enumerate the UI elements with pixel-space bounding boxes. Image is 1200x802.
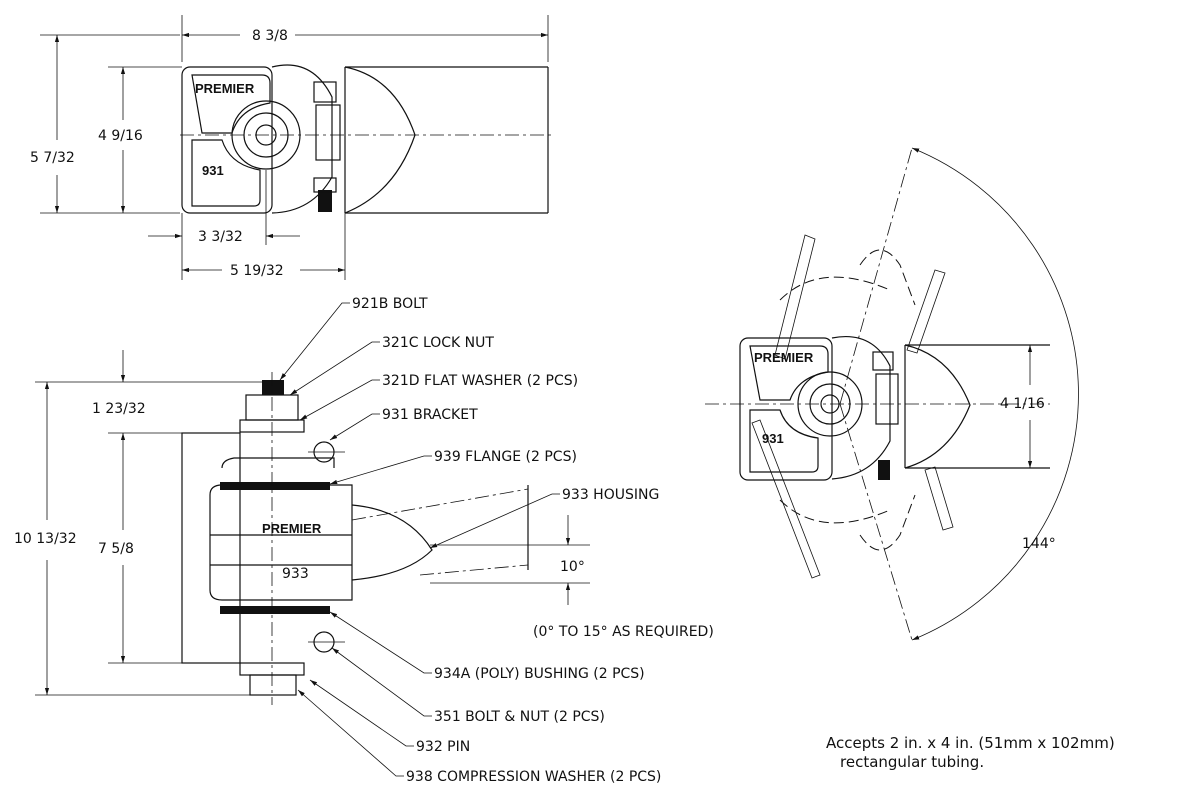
callout-351-bolt-nut: 351 BOLT & NUT (2 PCS) bbox=[434, 709, 605, 725]
top-bracket-number: 931 bbox=[202, 163, 224, 178]
dim-bolt-protrusion: 1 23/32 bbox=[92, 401, 146, 417]
dim-bracket-to-tube: 5 19/32 bbox=[230, 263, 284, 279]
top-logo: PREMIER bbox=[195, 81, 255, 96]
swing-angle: 144° bbox=[1022, 536, 1056, 552]
top-view: 8 3/8 5 7/32 4 9/16 PREMIER 931 bbox=[30, 15, 552, 280]
dim-tube-height: 4 1/16 bbox=[1000, 396, 1045, 412]
dim-bracket-height: 7 5/8 bbox=[98, 541, 134, 557]
tubing-note: Accepts 2 in. x 4 in. (51mm x 102mm) rec… bbox=[826, 734, 1115, 771]
note-line-1: Accepts 2 in. x 4 in. (51mm x 102mm) bbox=[826, 734, 1115, 752]
dim-height-outer: 5 7/32 bbox=[30, 150, 75, 166]
callout-938-compression-washer: 938 COMPRESSION WASHER (2 PCS) bbox=[406, 769, 661, 785]
callout-933-housing: 933 HOUSING bbox=[562, 487, 659, 503]
dim-overall-length: 8 3/8 bbox=[252, 28, 288, 44]
callouts: 921B BOLT 321C LOCK NUT 321D FLAT WASHER… bbox=[279, 296, 661, 785]
angle-label: 10° bbox=[560, 559, 585, 575]
dim-height-inner: 4 9/16 bbox=[98, 128, 143, 144]
callout-321d-flat-washer: 321D FLAT WASHER (2 PCS) bbox=[382, 373, 578, 389]
swing-bracket-number: 931 bbox=[762, 431, 784, 446]
callout-939-flange: 939 FLANGE (2 PCS) bbox=[434, 449, 577, 465]
housing-number: 933 bbox=[282, 566, 309, 582]
dim-pivot-offset: 3 3/32 bbox=[198, 229, 243, 245]
side-view: 10 13/32 7 5/8 1 23/32 PREMIER 933 bbox=[14, 296, 714, 785]
callout-931-bracket: 931 BRACKET bbox=[382, 407, 478, 423]
note-line-2: rectangular tubing. bbox=[840, 753, 984, 771]
callout-921b-bolt: 921B BOLT bbox=[352, 296, 428, 312]
callout-934a-bushing: 934A (POLY) BUSHING (2 PCS) bbox=[434, 666, 645, 682]
angle-note: (0° TO 15° AS REQUIRED) bbox=[533, 624, 714, 640]
callout-321c-lock-nut: 321C LOCK NUT bbox=[382, 335, 494, 351]
swing-logo: PREMIER bbox=[754, 350, 814, 365]
dim-total-height: 10 13/32 bbox=[14, 531, 77, 547]
callout-932-pin: 932 PIN bbox=[416, 739, 470, 755]
swing-view: PREMIER 931 4 1/16 144° bbox=[705, 147, 1079, 641]
housing-logo: PREMIER bbox=[262, 521, 322, 536]
